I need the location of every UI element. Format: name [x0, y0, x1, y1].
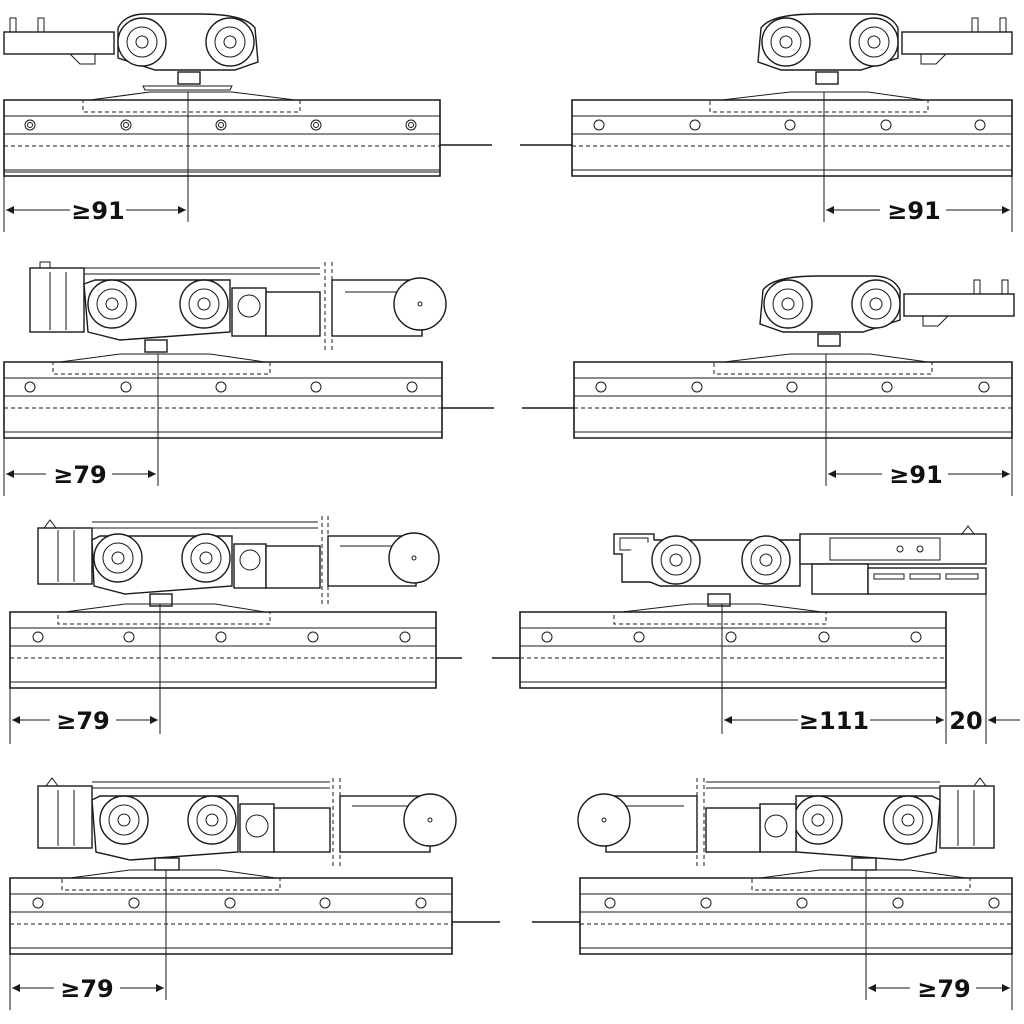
track-rail: [3, 353, 443, 439]
roller-wheel: [205, 17, 255, 67]
roller-carriage: [613, 525, 987, 607]
track-rail: [9, 603, 437, 689]
roller-carriage: [29, 261, 447, 353]
roller-wheel: [117, 17, 167, 67]
offset-label: 20: [949, 707, 982, 735]
track-rail: [519, 603, 947, 689]
end-roller: [388, 532, 440, 584]
dimension-label: ≥79: [56, 707, 110, 735]
panel-r3-right: ≥111 20: [492, 525, 1020, 744]
dimension-label: ≥91: [887, 197, 941, 225]
track-rail: [571, 91, 1013, 177]
dimension-label: ≥79: [917, 975, 971, 1003]
roller-wheel: [187, 795, 237, 845]
track-rail: [579, 869, 1013, 955]
roller-wheel: [651, 535, 701, 585]
roller-carriage: [37, 777, 457, 871]
roller-wheel: [99, 795, 149, 845]
roller-wheel: [741, 535, 791, 585]
panel-r1-left: ≥91: [3, 13, 492, 232]
roller-wheel: [93, 533, 143, 583]
panel-r2-right: ≥91: [522, 275, 1015, 496]
panel-r1-right: ≥91: [520, 13, 1013, 232]
panel-r2-left: ≥79: [3, 261, 494, 496]
panel-r4-right: ≥79: [532, 777, 1013, 1010]
roller-wheel: [87, 279, 137, 329]
roller-carriage: [577, 777, 995, 871]
roller-carriage: [757, 13, 1013, 85]
dimension-label: ≥79: [53, 461, 107, 489]
roller-wheel: [883, 795, 933, 845]
roller-carriage: [3, 13, 259, 91]
panel-r3-left: ≥79: [9, 516, 462, 744]
roller-carriage: [37, 516, 440, 607]
dimension-label: ≥79: [60, 975, 114, 1003]
dimension-label: ≥91: [71, 197, 125, 225]
roller-wheel: [181, 533, 231, 583]
track-rail: [3, 91, 441, 177]
roller-wheel: [793, 795, 843, 845]
dimension-label: ≥91: [889, 461, 943, 489]
dimension-label: ≥111: [799, 707, 869, 735]
end-roller: [403, 793, 457, 847]
track-rail: [9, 869, 453, 955]
track-rail: [573, 353, 1013, 439]
end-roller: [577, 793, 631, 847]
roller-wheel: [179, 279, 229, 329]
end-roller: [393, 277, 447, 331]
panel-r4-left: ≥79: [9, 777, 500, 1010]
roller-carriage: [759, 275, 1015, 347]
